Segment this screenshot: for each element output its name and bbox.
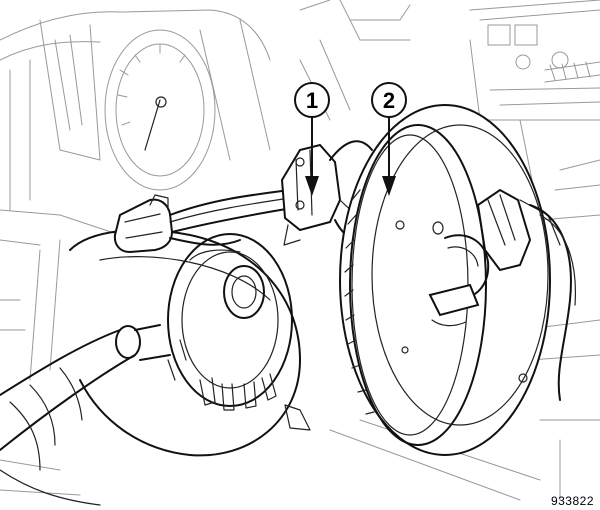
callout-2-label: 2 <box>383 88 395 113</box>
callout-1-arrowhead <box>305 176 319 196</box>
clockspring <box>339 104 577 456</box>
steering-column <box>0 229 311 506</box>
callout-2: 2 <box>371 82 407 196</box>
callout-2-arrowhead <box>382 176 396 196</box>
clockspring-connector <box>113 140 381 254</box>
callout-1-label: 1 <box>306 88 318 113</box>
figure-id: 933822 <box>550 494 594 508</box>
callout-1: 1 <box>294 82 330 196</box>
